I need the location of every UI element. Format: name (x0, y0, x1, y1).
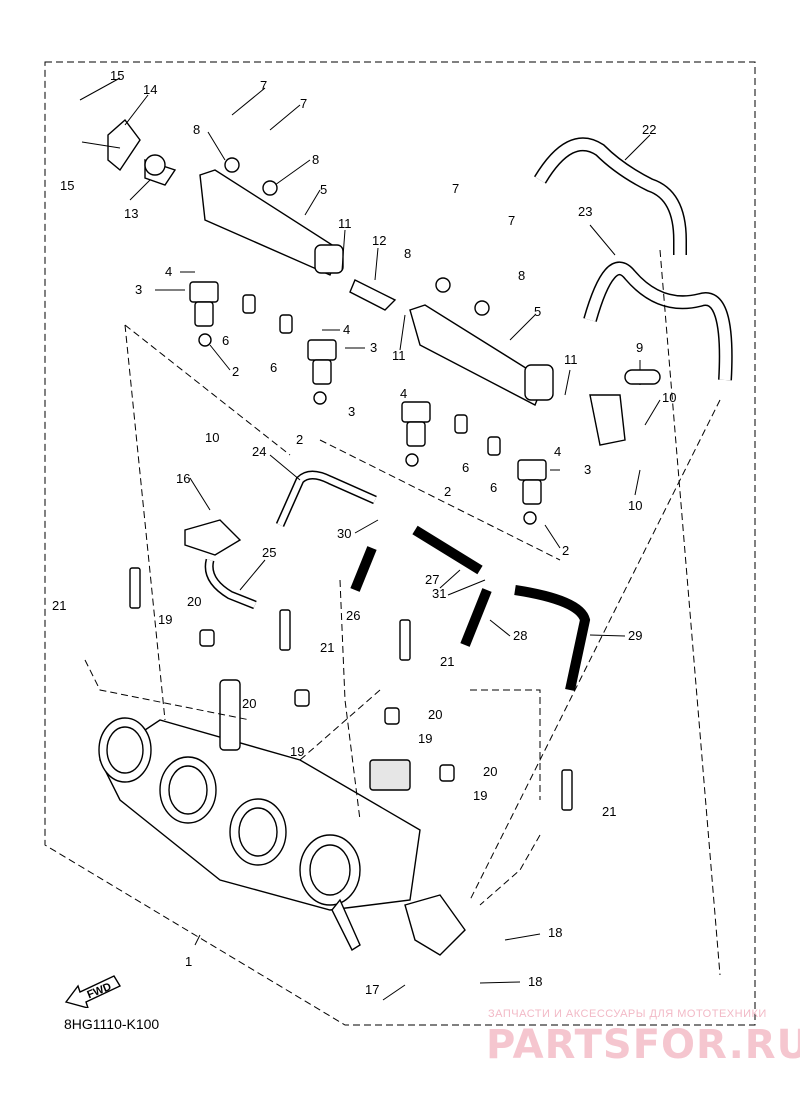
callout-29: 29 (628, 628, 642, 643)
injector-1 (189, 281, 219, 327)
hose-28 (460, 588, 492, 647)
callout-4b: 4 (343, 322, 350, 337)
callout-6a: 6 (222, 333, 229, 348)
callout-4d: 4 (554, 444, 561, 459)
sensor-16 (184, 519, 242, 556)
fwd-label: FWD (85, 981, 113, 1002)
callout-11c: 11 (564, 352, 578, 367)
callout-27: 27 (425, 572, 439, 587)
callout-3b: 3 (370, 340, 377, 355)
hose-26 (350, 546, 377, 592)
callout-20b: 20 (242, 696, 256, 711)
diagram-code: 8HG1110-K100 (64, 1016, 160, 1032)
assembly-boundary (44, 61, 756, 1026)
callout-20a: 20 (187, 594, 201, 609)
hose-23 (583, 261, 733, 381)
callout-8a: 8 (193, 122, 200, 137)
callout-4c: 4 (400, 386, 407, 401)
callout-4a: 4 (165, 264, 172, 279)
hose-27 (412, 525, 483, 575)
callout-3d: 3 (584, 462, 591, 477)
injector-4 (517, 459, 547, 505)
callout-17: 17 (365, 982, 379, 997)
callout-1: 1 (185, 954, 192, 969)
hose-29 (514, 585, 591, 692)
callout-9: 9 (636, 340, 643, 355)
hose-22-inner (535, 138, 686, 255)
callout-6d: 6 (490, 480, 497, 495)
callout-7a: 7 (260, 78, 267, 93)
callout-2a: 2 (232, 364, 239, 379)
hardware (129, 157, 661, 811)
callout-7c: 7 (452, 181, 459, 196)
callout-25: 25 (262, 545, 276, 560)
hose-25-inner (206, 559, 257, 608)
callout-11a: 11 (338, 216, 352, 231)
watermark-tagline: ЗАПЧАСТИ И АКСЕССУАРЫ ДЛЯ МОТОТЕХНИКИ (488, 1008, 767, 1020)
callout-3c: 3 (348, 404, 355, 419)
callout-8b: 8 (312, 152, 319, 167)
callout-3a: 3 (135, 282, 142, 297)
callout-2d: 2 (562, 543, 569, 558)
callout-23: 23 (578, 204, 592, 219)
callout-10b: 10 (628, 498, 642, 513)
callout-15a: 15 (110, 68, 124, 83)
fwd-arrow-icon: FWD (64, 975, 121, 1010)
callout-21c: 21 (440, 654, 454, 669)
callout-5b: 5 (534, 304, 541, 319)
callout-20c: 20 (428, 707, 442, 722)
callout-18a: 18 (548, 925, 562, 940)
callout-21d: 21 (602, 804, 616, 819)
callout-19a: 19 (158, 612, 172, 627)
callout-10c: 10 (205, 430, 219, 445)
hose-23-inner (584, 263, 732, 381)
injector-2 (307, 339, 337, 385)
injector-3 (401, 401, 431, 447)
callout-7d: 7 (508, 213, 515, 228)
callout-22: 22 (642, 122, 656, 137)
callout-11b: 11 (392, 348, 406, 363)
fwd-arrow: FWD (64, 968, 124, 1013)
callout-18b: 18 (528, 974, 542, 989)
callout-labels: 15 14 15 13 7 7 8 8 5 11 12 4 3 6 6 2 4 … (52, 68, 676, 997)
callout-21b: 21 (320, 640, 334, 655)
callout-24: 24 (252, 444, 266, 459)
callout-8c: 8 (404, 246, 411, 261)
callout-15b: 15 (60, 178, 74, 193)
callout-19d: 19 (473, 788, 487, 803)
leader-lines (79, 77, 721, 1001)
callout-5a: 5 (320, 182, 327, 197)
callout-12: 12 (372, 233, 386, 248)
callout-20d: 20 (483, 764, 497, 779)
callout-16: 16 (176, 471, 190, 486)
sensor-17 (404, 894, 466, 956)
fuel-rail-right (349, 279, 554, 406)
callout-31: 31 (432, 586, 446, 601)
callout-14: 14 (143, 82, 157, 97)
callout-30: 30 (337, 526, 351, 541)
fuel-rail-left (107, 118, 344, 276)
callout-7b: 7 (300, 96, 307, 111)
callout-19c: 19 (418, 731, 432, 746)
callout-2c: 2 (444, 484, 451, 499)
hose-24-inner (277, 472, 377, 527)
callout-21a: 21 (52, 598, 66, 613)
watermark-logo: PARTSFOR.RU (486, 1022, 800, 1068)
callout-2b: 2 (296, 432, 303, 447)
callout-28: 28 (513, 628, 527, 643)
callout-8d: 8 (518, 268, 525, 283)
callout-19b: 19 (290, 744, 304, 759)
callout-26: 26 (346, 608, 360, 623)
throttle-body-assembly (98, 679, 421, 952)
callout-13: 13 (124, 206, 138, 221)
callout-6c: 6 (462, 460, 469, 475)
callout-10a: 10 (662, 390, 676, 405)
callout-6b: 6 (270, 360, 277, 375)
